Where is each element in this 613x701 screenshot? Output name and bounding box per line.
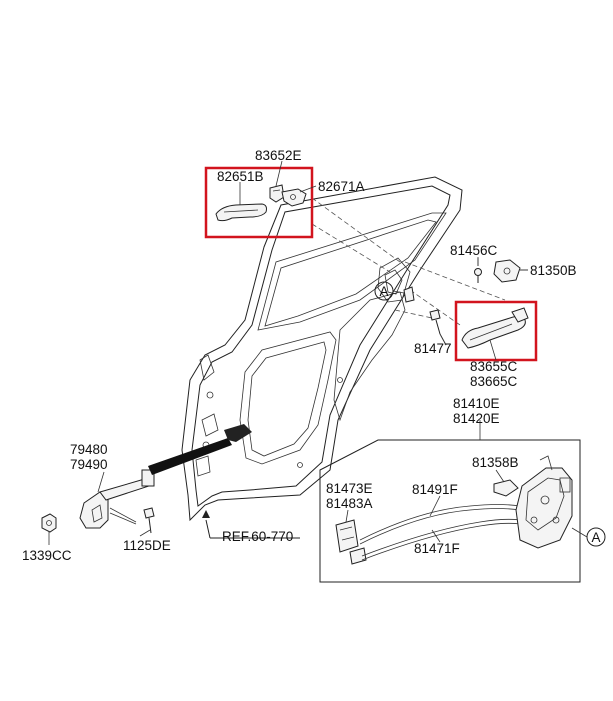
bracket-81350b <box>493 259 528 283</box>
label-83652e: 83652E <box>255 148 302 163</box>
bracket-81473e <box>335 519 367 565</box>
latch-bracket <box>403 286 415 303</box>
label-81483a: 81483A <box>326 496 373 511</box>
marker-a-label-2: A <box>591 530 600 545</box>
label-1125de: 1125DE <box>123 538 171 553</box>
inside-handle-83655c <box>461 307 529 349</box>
marker-a-door: A <box>374 281 405 301</box>
label-81420e: 81420E <box>453 411 500 426</box>
bolt-81477 <box>429 309 447 346</box>
checker-arm <box>224 424 252 442</box>
label-83655c: 83655C <box>470 359 518 374</box>
label-79480: 79480 <box>70 442 108 457</box>
guide-lines <box>311 197 506 326</box>
bolt-1125de <box>143 507 155 534</box>
label-83665c: 83665C <box>470 374 518 389</box>
latch-frame <box>319 439 581 583</box>
label-81471f: 81471F <box>414 541 460 556</box>
leader-lines <box>97 160 528 543</box>
ref-arrow <box>202 510 300 539</box>
highlight-box-outside-handle <box>204 166 314 239</box>
nut-1339cc <box>41 513 57 545</box>
marker-a-label-1: A <box>379 284 388 299</box>
label-81410e: 81410E <box>453 396 500 411</box>
label-81477: 81477 <box>414 341 452 356</box>
label-81473e: 81473E <box>326 481 373 496</box>
label-82651b: 82651B <box>217 169 264 184</box>
outside-handle-82651b <box>215 184 307 222</box>
label-81350b: 81350B <box>530 263 577 278</box>
label-1339cc: 1339CC <box>22 548 72 563</box>
part-labels: 83652E 82651B 82671A 81456C 81350B 81477… <box>22 148 577 563</box>
door-checker-79480 <box>79 469 155 529</box>
marker-a-latch: A <box>571 527 606 547</box>
label-82671a: 82671A <box>318 179 365 194</box>
label-79490: 79490 <box>70 457 108 472</box>
label-ref-60-770: REF.60-770 <box>222 529 293 544</box>
label-81358b: 81358B <box>472 455 519 470</box>
label-81491f: 81491F <box>412 482 458 497</box>
label-81456c: 81456C <box>450 243 498 258</box>
cable-81471f <box>361 518 521 561</box>
checker-rod <box>148 438 232 475</box>
cable-81491f <box>359 504 521 545</box>
part-81358b <box>493 479 519 497</box>
latch-module-81410e <box>515 455 573 549</box>
